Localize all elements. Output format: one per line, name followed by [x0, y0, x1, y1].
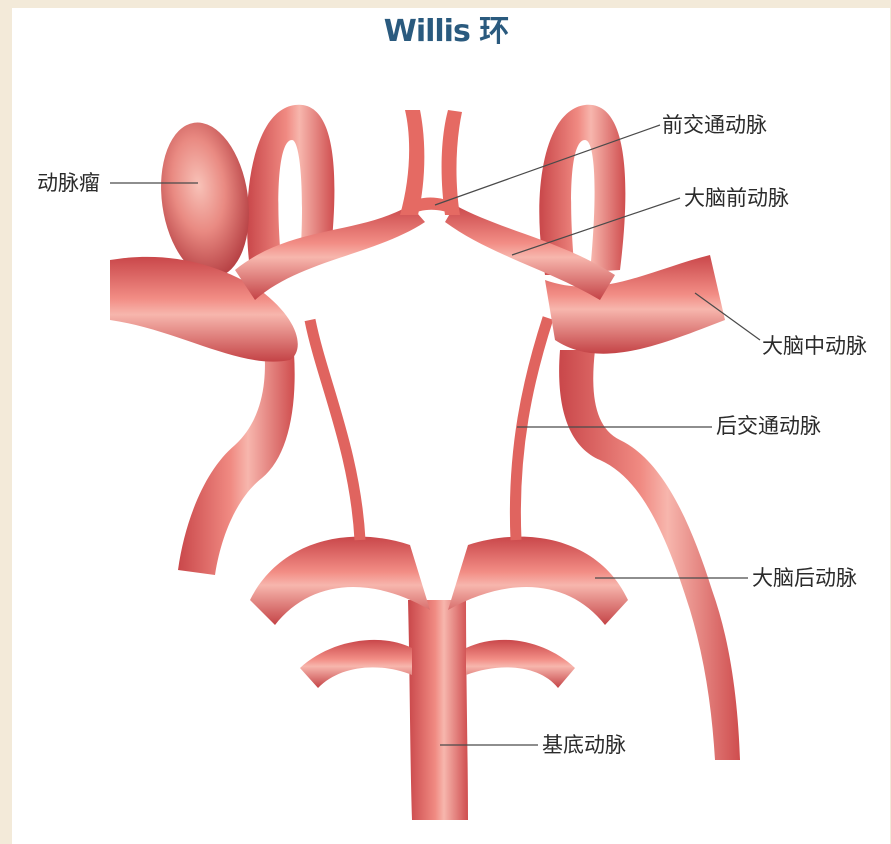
- diagram-title: Willis 环: [376, 6, 516, 50]
- internal-carotid-left-lower: [178, 330, 295, 575]
- label-basilar-artery: 基底动脉: [542, 733, 626, 757]
- label-posterior-communicating-artery: 后交通动脉: [716, 414, 821, 438]
- label-middle-cerebral-artery: 大脑中动脉: [762, 334, 867, 358]
- label-aneurysm: 动脉瘤: [37, 171, 100, 195]
- posterior-cerebral-artery-right: [448, 537, 628, 625]
- label-anterior-cerebral-artery: 大脑前动脉: [684, 186, 789, 210]
- superior-cerebellar-artery-left: [300, 640, 412, 688]
- label-anterior-communicating-artery: 前交通动脉: [662, 113, 767, 137]
- posterior-communicating-artery-left: [310, 320, 360, 540]
- basilar-artery: [408, 600, 468, 820]
- posterior-communicating-artery-right: [515, 318, 548, 540]
- superior-cerebellar-artery-right: [466, 640, 575, 688]
- anterior-cerebral-artery-right: [445, 205, 615, 300]
- label-posterior-cerebral-artery: 大脑后动脉: [752, 566, 857, 590]
- posterior-cerebral-artery-left: [250, 537, 430, 625]
